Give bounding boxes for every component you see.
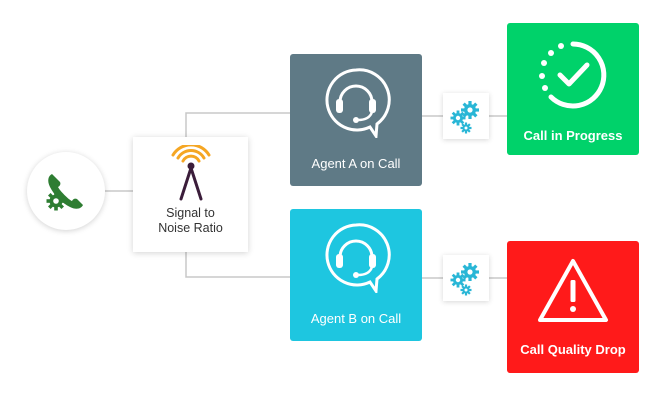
gears-node-b bbox=[443, 255, 489, 301]
warning-triangle-icon bbox=[538, 259, 608, 322]
call-quality-drop-label: Call Quality Drop bbox=[520, 342, 626, 357]
check-circle-dashed-icon bbox=[539, 41, 607, 109]
connector-snr-agent-a bbox=[185, 112, 290, 137]
gears-icon bbox=[450, 101, 479, 134]
phone-gear-icon bbox=[46, 174, 83, 211]
snr-node: Signal to Noise Ratio bbox=[133, 137, 248, 252]
gears-icon bbox=[450, 263, 479, 296]
connector-snr-agent-b bbox=[185, 252, 290, 278]
gears-node-a bbox=[443, 93, 489, 139]
call-in-progress-node: Call in Progress bbox=[507, 23, 639, 155]
headset-chat-icon bbox=[325, 223, 391, 293]
agent-b-node: Agent B on Call bbox=[290, 209, 422, 341]
agent-b-label: Agent B on Call bbox=[310, 311, 402, 326]
agent-a-node: Agent A on Call bbox=[290, 54, 422, 186]
headset-chat-icon bbox=[325, 68, 391, 138]
call-in-progress-label: Call in Progress bbox=[523, 128, 623, 143]
phone-node bbox=[27, 152, 105, 230]
call-quality-drop-node: Call Quality Drop bbox=[507, 241, 639, 373]
snr-label: Signal to Noise Ratio bbox=[158, 206, 223, 235]
signal-tower-icon bbox=[171, 145, 210, 201]
agent-a-label: Agent A on Call bbox=[311, 156, 401, 171]
